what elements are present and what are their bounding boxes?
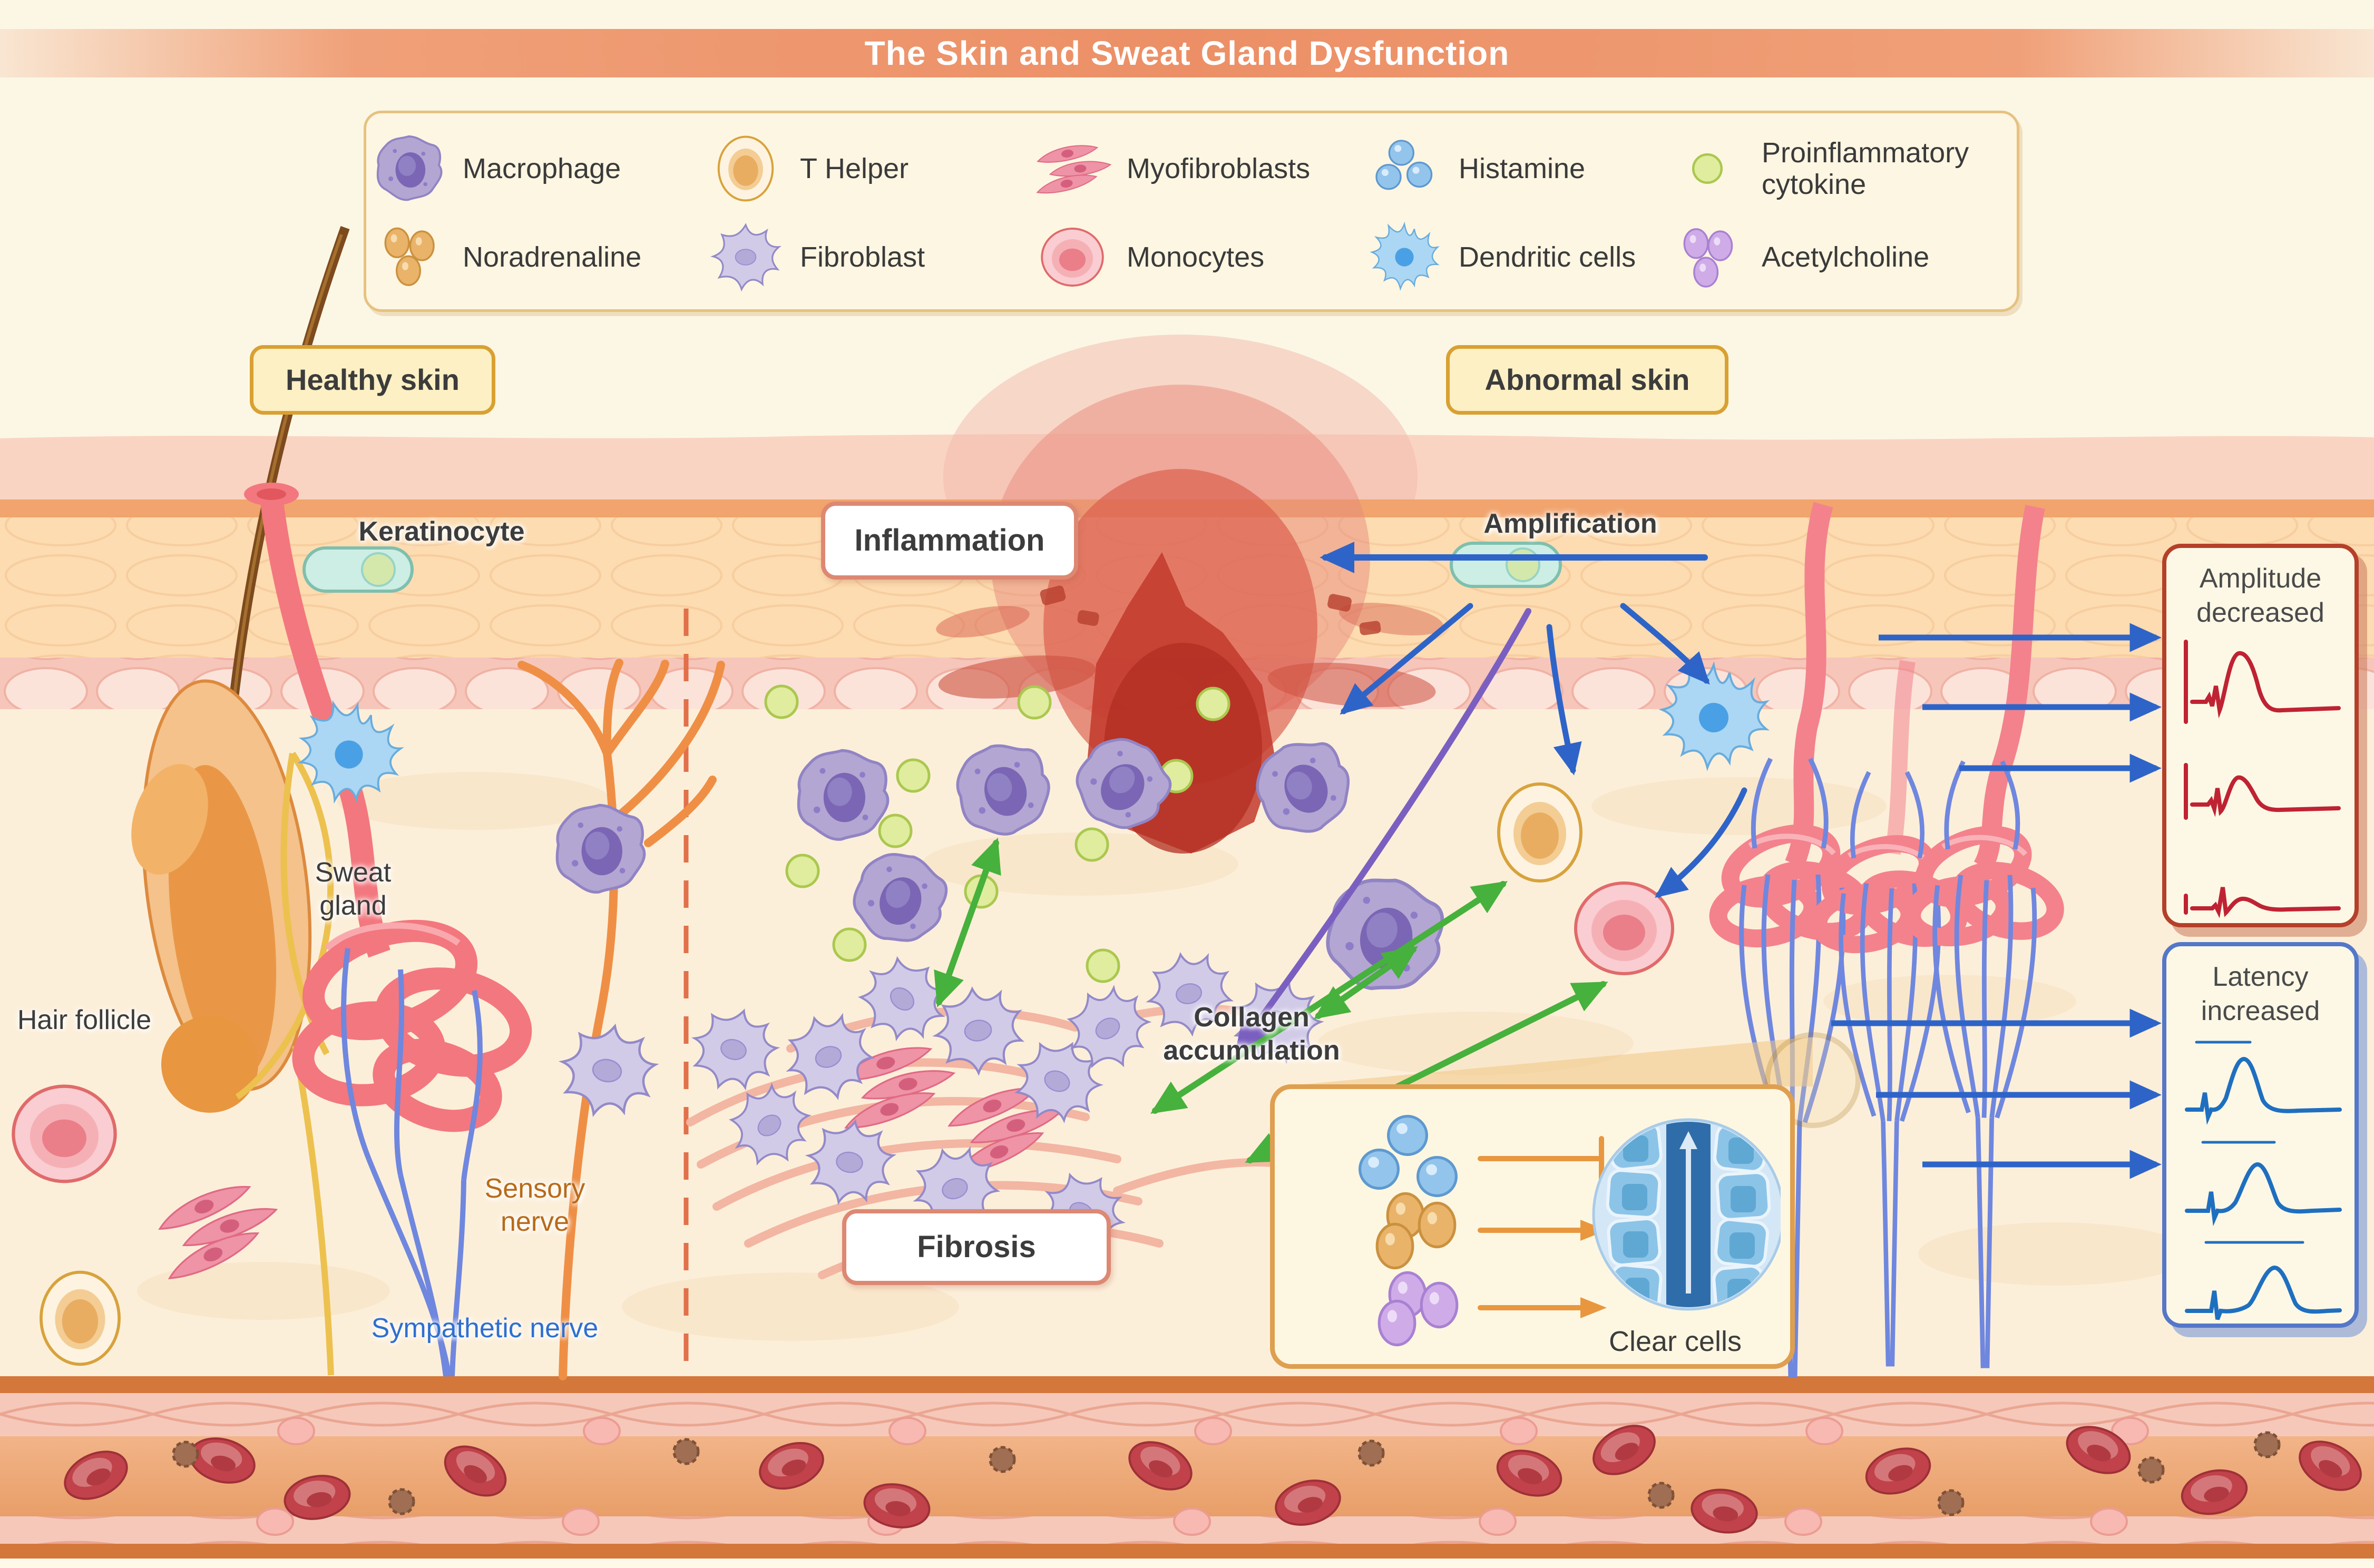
amplitude-decreased-box: Amplitude decreased — [2162, 544, 2359, 927]
legend-item-histamine: Histamine — [1365, 126, 1585, 211]
blood-vessel — [0, 1376, 2374, 1568]
acetylcholine-icon — [1683, 228, 1733, 288]
keratinocyte-label: Keratinocyte — [358, 516, 525, 547]
hair-follicle-label: Hair follicle — [17, 1005, 152, 1035]
noradrenaline-icon — [384, 227, 435, 286]
legend-label: Macrophage — [463, 152, 621, 184]
legend-item-macrophage: Macrophage — [369, 126, 621, 211]
title-banner: The Skin and Sweat Gland Dysfunction — [0, 29, 2374, 77]
legend-item-proinflammatory-cytokine: Proinflammatory cytokine — [1668, 126, 2025, 211]
t-helper-icon — [717, 135, 774, 202]
legend-label: Acetylcholine — [1762, 241, 1930, 273]
inflammation-box: Inflammation — [821, 502, 1078, 580]
amplitude-waveforms — [2183, 640, 2341, 918]
clear-cells-label: Clear cells — [1608, 1326, 1742, 1357]
macrophage-icon — [376, 135, 443, 201]
recording-arrows — [1831, 623, 2162, 1179]
amplification-label: Amplification — [1483, 508, 1657, 539]
sympathetic-fibers-healthy — [341, 948, 483, 1377]
legend-label: Dendritic cells — [1459, 241, 1636, 273]
legend-item-acetylcholine: Acetylcholine — [1668, 215, 1929, 299]
endothelial-nuclei — [256, 1417, 2149, 1536]
legend — [364, 111, 2019, 312]
latency-increased-title: Latency increased — [2201, 962, 2320, 1026]
proinflammatory-cytokine-icon — [1668, 129, 1747, 208]
legend-label: Histamine — [1459, 152, 1586, 184]
fibroblast-icon — [712, 224, 780, 290]
clear-cells-box: Clear cells — [1270, 1084, 1795, 1369]
abnormal-skin-badge: Abnormal skin — [1446, 345, 1728, 415]
sweat-gland-label: Sweat gland — [315, 857, 392, 922]
sweat-glands-abnormal — [1715, 502, 2062, 1378]
amplitude-decreased-title: Amplitude decreased — [2196, 563, 2324, 628]
legend-label: Myofibroblasts — [1127, 152, 1311, 184]
page-title: The Skin and Sweat Gland Dysfunction — [864, 34, 1510, 72]
legend-item-dendritic-cells: Dendritic cells — [1365, 215, 1636, 299]
legend-item-fibroblast: Fibroblast — [706, 215, 925, 299]
legend-label: Monocytes — [1127, 241, 1265, 273]
latency-waveforms — [2184, 1041, 2342, 1320]
healthy-skin-badge: Healthy skin — [250, 345, 495, 415]
legend-item-myofibroblasts: Myofibroblasts — [1033, 126, 1310, 211]
monocytes-icon — [1041, 228, 1104, 287]
fibrosis-box: Fibrosis — [842, 1209, 1111, 1285]
legend-label: Proinflammatory cytokine — [1762, 136, 1969, 200]
collagen-accumulation-label: Collagen accumulation — [1163, 1002, 1340, 1066]
hair-follicle — [131, 226, 350, 1376]
clear-cells-duct — [1592, 1118, 1781, 1311]
legend-label: Noradrenaline — [463, 241, 642, 273]
legend-label: Fibroblast — [800, 241, 925, 273]
legend-item-monocytes: Monocytes — [1033, 215, 1264, 299]
dendritic-cells-icon — [1371, 223, 1439, 289]
legend-label: T Helper — [800, 152, 909, 184]
histamine-icon — [1375, 140, 1433, 190]
latency-increased-box: Latency increased — [2162, 942, 2359, 1328]
sensory-nerve-label: Sensory nerve — [484, 1173, 585, 1238]
legend-item-noradrenaline: Noradrenaline — [369, 215, 641, 299]
legend-item-t-helper: T Helper — [706, 126, 908, 211]
clear-cells-diagram — [1275, 1089, 1781, 1355]
sympathetic-nerve-label: Sympathetic nerve — [371, 1313, 599, 1344]
myofibroblasts-icon — [1033, 129, 1112, 208]
